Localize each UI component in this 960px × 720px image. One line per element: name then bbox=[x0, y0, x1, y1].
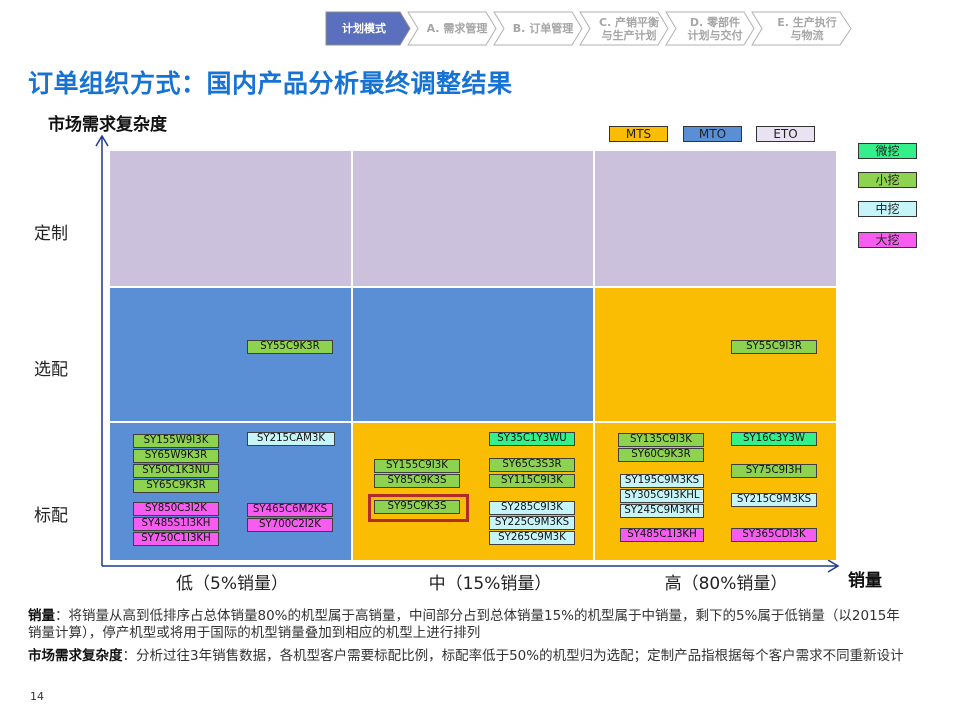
note-complexity: 市场需求复杂度：分析过往3年销售数据，各机型客户需要标配比例，标配率低于50%的… bbox=[28, 648, 908, 665]
note-complexity-label: 市场需求复杂度 bbox=[28, 648, 123, 664]
model-tag: SY135C9I3K bbox=[618, 433, 704, 447]
column-label-low: 低（5%销量） bbox=[176, 574, 288, 594]
model-tag: SY65C3S3R bbox=[489, 458, 575, 472]
y-axis-title: 市场需求复杂度 bbox=[48, 115, 167, 135]
model-tag: SY115C9I3K bbox=[489, 474, 575, 488]
breadcrumb-step-plan-mode[interactable]: 计划模式 bbox=[325, 11, 411, 46]
x-axis-title: 销量 bbox=[848, 571, 882, 591]
cell-custom-low bbox=[110, 151, 351, 286]
cell-custom-high bbox=[595, 151, 836, 286]
chevron-shape bbox=[493, 11, 583, 46]
model-tag: SY485C1I3KH bbox=[620, 528, 704, 542]
row-label-custom: 定制 bbox=[34, 224, 68, 244]
model-tag: SY265C9M3K bbox=[489, 531, 575, 545]
legend-eto: ETO bbox=[756, 126, 815, 142]
note-sales-label: 销量 bbox=[28, 608, 55, 624]
chevron-shape bbox=[579, 11, 669, 46]
highlight-box bbox=[368, 494, 469, 522]
model-tag: SY700C2I2K bbox=[247, 518, 333, 532]
chevron-shape bbox=[665, 11, 755, 46]
legend-small-excavator: 小挖 bbox=[858, 172, 917, 188]
model-tag: SY95C9K3S bbox=[374, 500, 460, 514]
model-tag: SY85C9K3S bbox=[374, 474, 460, 488]
model-tag: SY305C9I3KHL bbox=[620, 489, 704, 503]
breadcrumb-label: E. 生产执行 与物流 bbox=[777, 15, 837, 42]
chevron-shape bbox=[325, 11, 411, 46]
model-tag: SY285C9I3K bbox=[489, 501, 575, 515]
model-tag: SY65W9K3R bbox=[133, 449, 219, 463]
legend-micro-excavator: 微挖 bbox=[858, 143, 917, 159]
row-label-optional: 选配 bbox=[34, 360, 68, 380]
breadcrumb-step-execution[interactable]: E. 生产执行 与物流 bbox=[751, 11, 853, 46]
cell-optional-high bbox=[595, 288, 836, 421]
breadcrumb-label: C. 产销平衡 与生产计划 bbox=[598, 15, 660, 42]
legend-mto: MTO bbox=[683, 126, 742, 142]
cell-custom-mid bbox=[353, 151, 593, 286]
breadcrumb-step-parts[interactable]: D. 零部件 计划与交付 bbox=[665, 11, 755, 46]
model-tag: SY35C1Y3WU bbox=[489, 432, 575, 446]
model-tag: SY215C9M3KS bbox=[731, 493, 817, 507]
model-tag: SY75C9I3H bbox=[731, 464, 817, 478]
breadcrumb-step-demand[interactable]: A. 需求管理 bbox=[407, 11, 497, 46]
model-tag: SY50C1K3NU bbox=[133, 464, 219, 478]
model-tag: SY16C3Y3W bbox=[731, 432, 817, 446]
breadcrumb-label: D. 零部件 计划与交付 bbox=[687, 15, 743, 42]
breadcrumb-label: 计划模式 bbox=[342, 22, 386, 35]
model-tag: SY365CDI3K bbox=[731, 528, 817, 542]
note-sales-text: ：将销量从高到低排序占总体销量80%的机型属于高销量，中间部分占到总体销量15%… bbox=[28, 608, 900, 641]
model-tag: SY215CAM3K bbox=[247, 432, 335, 446]
model-tag: SY60C9K3R bbox=[618, 448, 704, 462]
model-tag: SY65C9K3R bbox=[133, 479, 219, 493]
legend-large-excavator: 大挖 bbox=[858, 232, 917, 248]
breadcrumb-step-order[interactable]: B. 订单管理 bbox=[493, 11, 583, 46]
breadcrumb-label: B. 订单管理 bbox=[512, 22, 574, 35]
column-label-high: 高（80%销量） bbox=[664, 574, 788, 594]
model-tag: SY55C9K3R bbox=[247, 340, 333, 354]
legend-mts: MTS bbox=[609, 126, 668, 142]
model-tag: SY55C9I3R bbox=[731, 340, 817, 354]
chevron-shape bbox=[407, 11, 497, 46]
breadcrumb-label: A. 需求管理 bbox=[426, 22, 488, 35]
cell-optional-mid bbox=[353, 288, 593, 421]
breadcrumb-step-balance[interactable]: C. 产销平衡 与生产计划 bbox=[579, 11, 669, 46]
note-sales: 销量：将销量从高到低排序占总体销量80%的机型属于高销量，中间部分占到总体销量1… bbox=[28, 608, 908, 642]
note-complexity-text: ：分析过往3年销售数据，各机型客户需要标配比例，标配率低于50%的机型归为选配；… bbox=[122, 648, 904, 664]
legend-medium-excavator: 中挖 bbox=[858, 201, 917, 217]
x-axis-arrowhead bbox=[827, 559, 840, 573]
page-number: 14 bbox=[30, 690, 44, 703]
page-title: 订单组织方式：国内产品分析最终调整结果 bbox=[28, 69, 513, 98]
model-tag: SY155W9I3K bbox=[133, 434, 219, 448]
model-tag: SY465C6M2KS bbox=[247, 503, 333, 517]
cell-optional-low bbox=[110, 288, 351, 421]
model-tag: SY750C1I3KH bbox=[133, 532, 219, 546]
y-axis-arrowhead bbox=[95, 134, 109, 147]
model-tag: SY225C9M3KS bbox=[489, 516, 575, 530]
model-tag: SY245C9M3KH bbox=[620, 504, 704, 518]
model-tag: SY195C9M3KS bbox=[620, 474, 704, 488]
row-label-standard: 标配 bbox=[34, 506, 68, 526]
model-tag: SY485S1I3KH bbox=[133, 517, 219, 531]
model-tag: SY155C9I3K bbox=[374, 459, 460, 473]
model-tag: SY850C3I2K bbox=[133, 502, 219, 516]
column-label-mid: 中（15%销量） bbox=[428, 574, 552, 594]
chevron-shape bbox=[751, 11, 852, 46]
